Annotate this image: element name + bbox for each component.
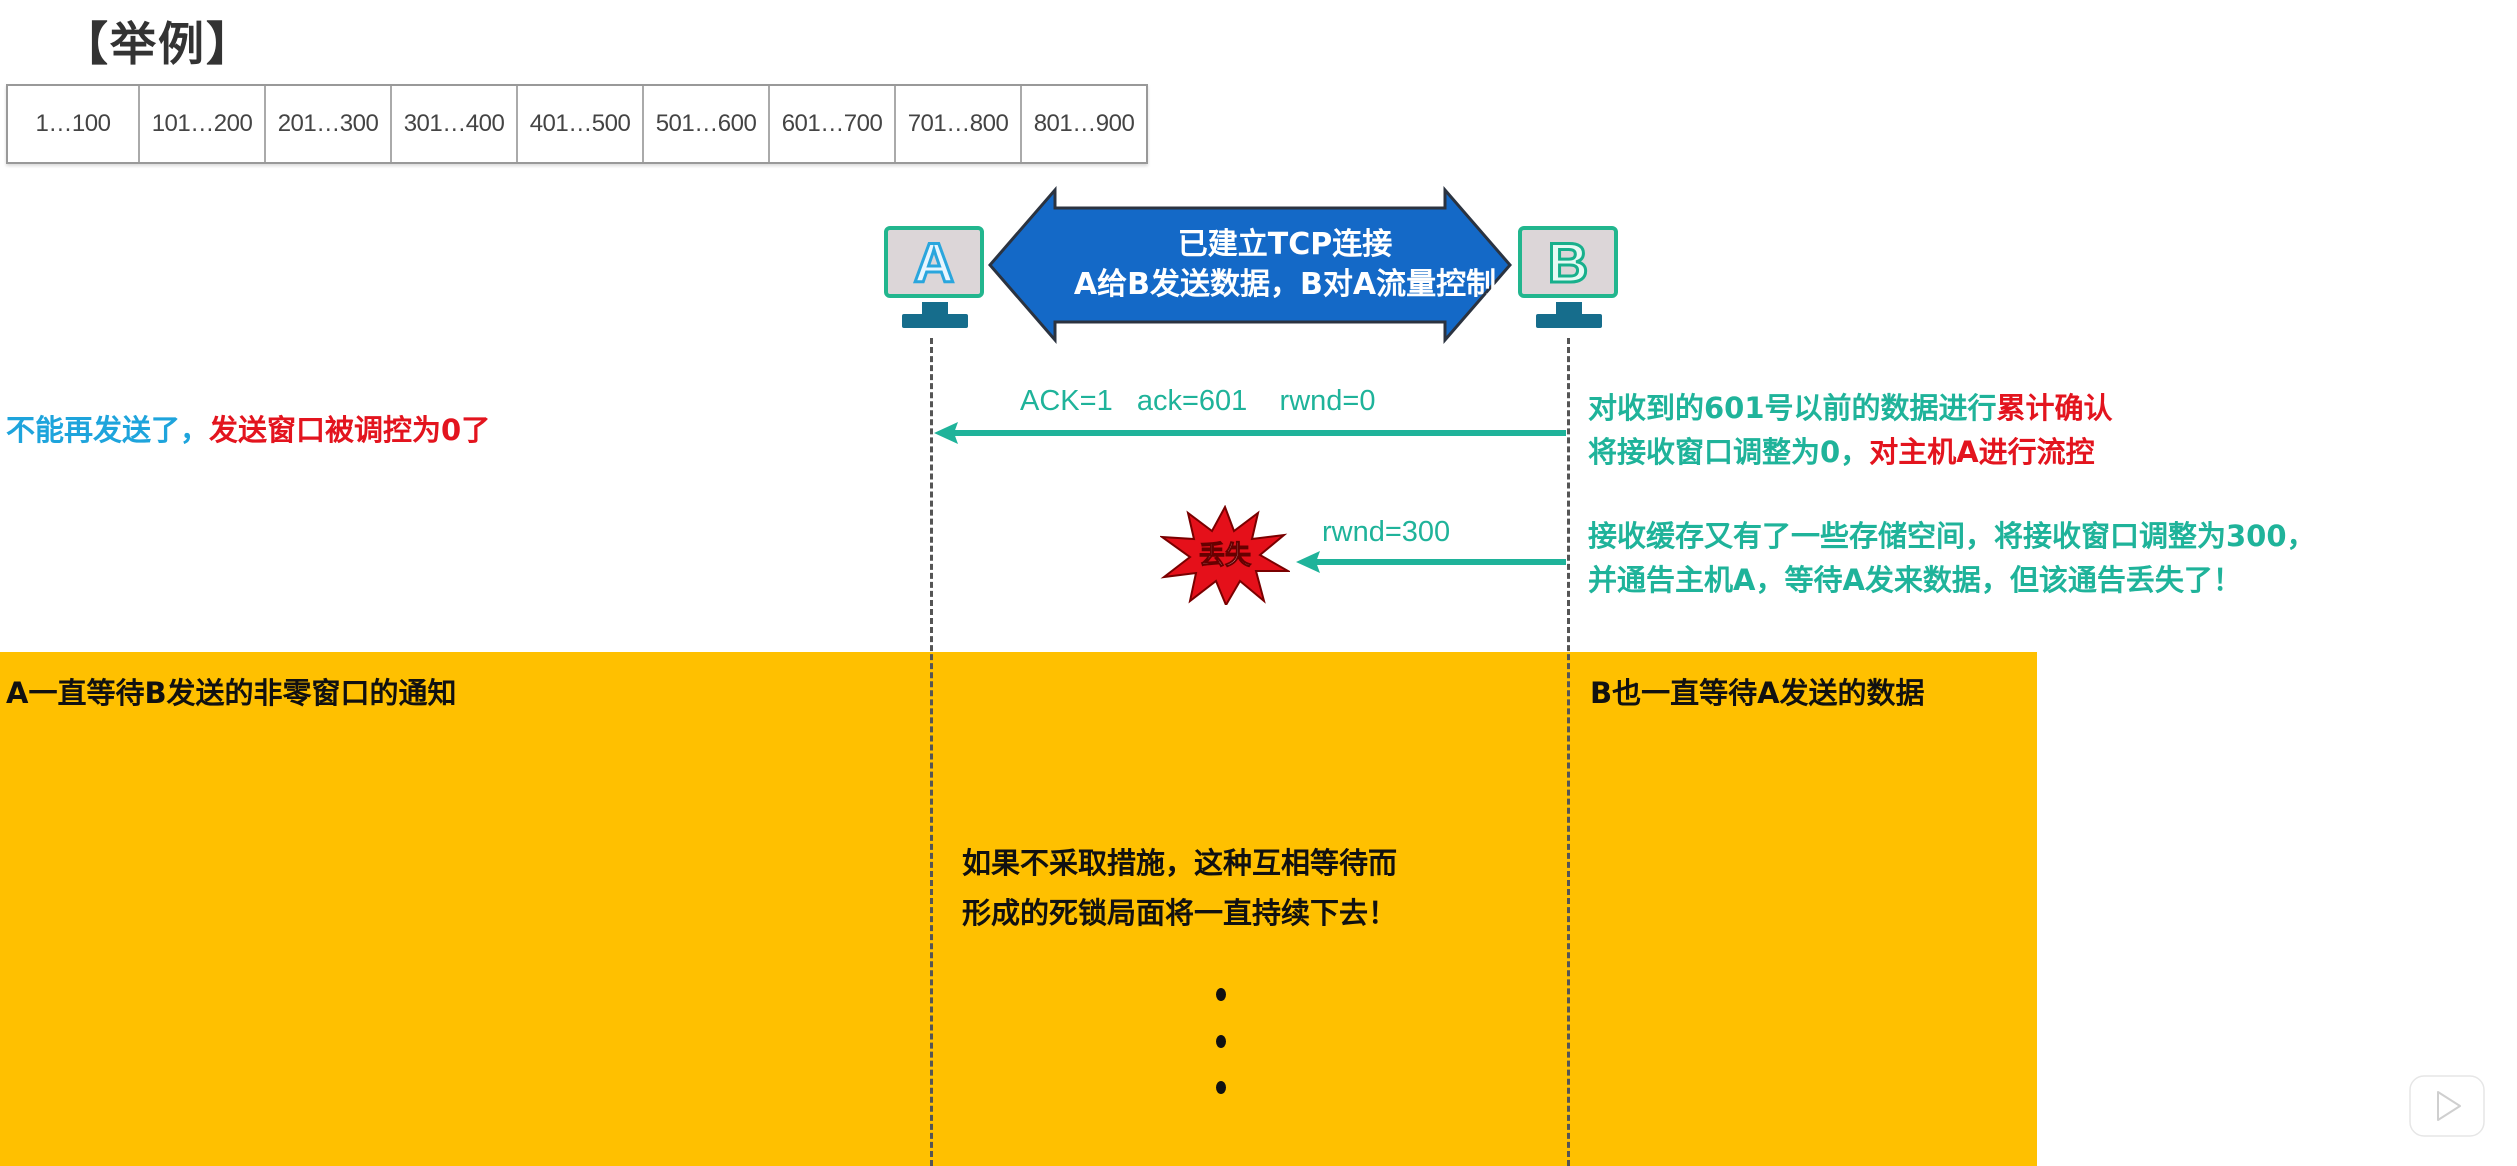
connection-banner: 已建立TCP连接 A给B发送数据，B对A流量控制: [1055, 225, 1515, 305]
b-note-1-line-1b: 累计确认: [1996, 391, 2113, 425]
host-a-label: A: [912, 229, 955, 295]
b-wait-text: B也一直等待A发送的数据: [1590, 676, 1925, 710]
b-note-2-line-2: 并通告主机A，等待A发来数据，但该通告丢失了！: [1588, 563, 2242, 597]
monitor-stand: [1556, 302, 1582, 316]
host-b-label: B: [1546, 229, 1589, 295]
left-arrow-icon: [934, 422, 1566, 444]
sequence-cell: 101…200: [140, 86, 266, 162]
ellipsis-dot: [1216, 1035, 1226, 1048]
sequence-cell: 601…700: [770, 86, 896, 162]
banner-line-2: A给B发送数据，B对A流量控制: [1073, 267, 1497, 302]
sequence-cell: 801…900: [1033, 110, 1135, 137]
deadlock-region: [0, 652, 2037, 1166]
ellipsis-dot: [1216, 1081, 1226, 1094]
host-a-lifeline: [930, 338, 933, 1166]
sequence-cell: 301…400: [392, 86, 518, 162]
rwnd-message-label: rwnd=300: [1322, 516, 1451, 548]
bilibili-tv-icon[interactable]: [2406, 1058, 2488, 1140]
ack-message-label: ACK=1 ack=601 rwnd=0: [1020, 385, 1376, 417]
monitor-base: [902, 314, 968, 328]
explosion-icon: [1160, 505, 1290, 605]
deadlock-explanation: 如果不采取措施，这种互相等待而 形成的死锁局面将一直持续下去！: [962, 838, 1397, 938]
sequence-cell: 401…500: [518, 86, 644, 162]
double-arrow-icon: [988, 186, 1512, 345]
page-title: 【举例】: [62, 17, 254, 71]
a-note-part-1: 不能再发送了，: [6, 413, 210, 447]
a-note-part-2: 发送窗口被调控为0了: [209, 413, 491, 447]
b-note-2-line-1: 接收缓存又有了一些存储空间，将接收窗口调整为300，: [1588, 519, 2316, 553]
b-note-1-line-1a: 对收到的601号以前的数据进行: [1588, 391, 1997, 425]
banner-line-1: 已建立TCP连接: [1177, 227, 1393, 262]
sequence-cell: 501…600: [644, 86, 770, 162]
monitor-icon: B: [1518, 226, 1618, 298]
deadlock-line-2: 形成的死锁局面将一直持续下去！: [962, 896, 1398, 930]
deadlock-line-1: 如果不采取措施，这种互相等待而: [962, 846, 1398, 880]
host-b-lifeline: [1567, 338, 1570, 1166]
sequence-cell: 701…800: [896, 86, 1022, 162]
a-side-note: 不能再发送了，发送窗口被调控为0了: [6, 408, 490, 452]
sequence-cell: 1…100: [8, 86, 140, 162]
left-arrow-icon: [1296, 551, 1566, 573]
lost-badge: 丢失: [1160, 505, 1290, 605]
b-side-note-2: 接收缓存又有了一些存储空间，将接收窗口调整为300， 并通告主机A，等待A发来数…: [1588, 514, 2316, 602]
lost-badge-text: 丢失: [1198, 541, 1251, 572]
sequence-number-table: 1…100 101…200 201…300 301…400 401…500 50…: [6, 84, 1148, 164]
monitor-base: [1536, 314, 1602, 328]
sequence-cell: 201…300: [266, 86, 392, 162]
a-wait-text: A一直等待B发送的非零窗口的通知: [6, 676, 457, 710]
monitor-icon: A: [884, 226, 984, 298]
b-side-note-1: 对收到的601号以前的数据进行累计确认 将接收窗口调整为0，对主机A进行流控: [1588, 386, 2113, 474]
b-note-1-line-2a: 将接收窗口调整为0，: [1588, 435, 1870, 469]
ellipsis-dot: [1216, 988, 1226, 1001]
b-note-1-line-2b: 对主机A进行流控: [1869, 435, 2095, 469]
monitor-stand: [922, 302, 948, 316]
